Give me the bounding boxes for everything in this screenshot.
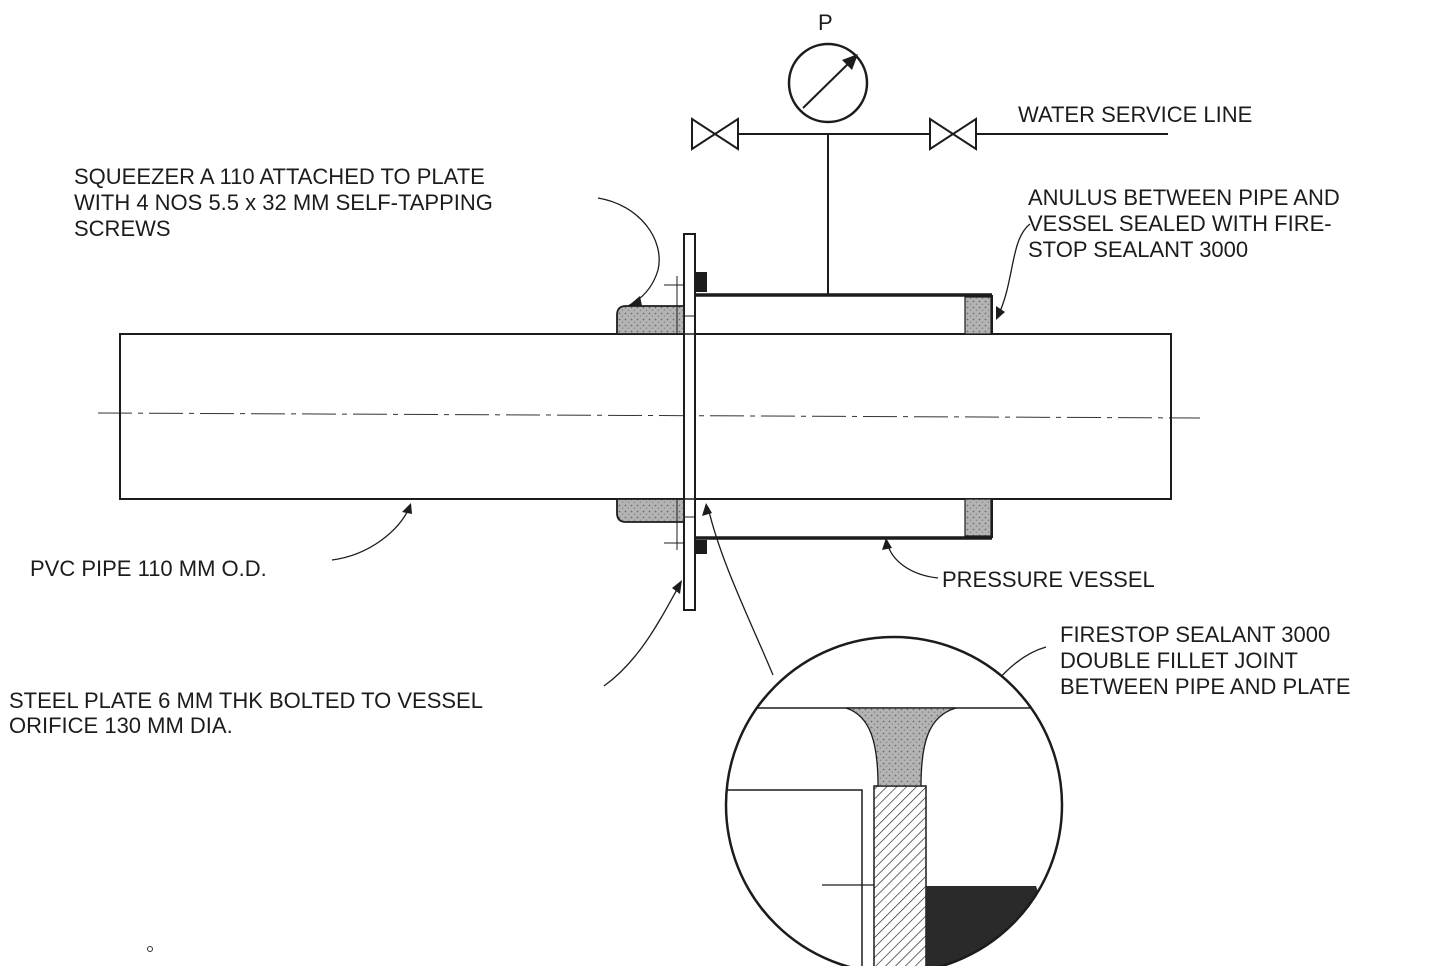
firestop-label-line2: DOUBLE FILLET JOINT [1060,648,1298,673]
vessel-wall-section [926,886,1062,966]
annulus-label-line2: VESSEL SEALED WITH FIRE- [1028,211,1332,236]
pressure-gauge-icon [787,42,869,124]
pressure-vessel-label: PRESSURE VESSEL [942,567,1155,592]
squeezer-label-line3: SCREWS [74,216,171,241]
fillet-sealant [845,707,957,787]
firestop-label-line3: BETWEEN PIPE AND PLATE [1060,674,1351,699]
water-service-line-label: WATER SERVICE LINE [1018,102,1252,127]
steel-plate-label-line2: ORIFICE 130 MM DIA. [9,713,233,738]
steel-plate-label-line1: STEEL PLATE 6 MM THK BOLTED TO VESSEL [9,688,483,713]
water-service-line [738,133,1168,295]
pipe-centerline [97,412,1201,419]
squeezer-collar [616,276,685,550]
pvc-pipe [119,333,1172,500]
plate-section-hatch [873,785,927,966]
steel-plate [664,233,707,611]
annulus-label-line1: ANULUS BETWEEN PIPE AND [1028,185,1340,210]
annulus-sealant-top [964,296,992,335]
pvc-pipe-label: PVC PIPE 110 MM O.D. [30,556,267,581]
bolt-icon-bottom [696,540,707,554]
annulus-sealant-bottom [964,498,992,537]
gauge-label: P [818,10,833,35]
annulus-label-line3: STOP SEALANT 3000 [1028,237,1248,262]
firestop-label-line1: FIRESTOP SEALANT 3000 [1060,622,1330,647]
valve-icon-left[interactable] [691,117,739,151]
squeezer-label-line2: WITH 4 NOS 5.5 x 32 MM SELF-TAPPING [74,190,493,215]
squeezer-label-line1: SQUEEZER A 110 ATTACHED TO PLATE [74,164,485,189]
firestop-joint-detail [724,635,1064,966]
bolt-icon-top [696,272,707,292]
valve-icon-right[interactable] [929,117,977,151]
stray-mark [147,946,153,952]
